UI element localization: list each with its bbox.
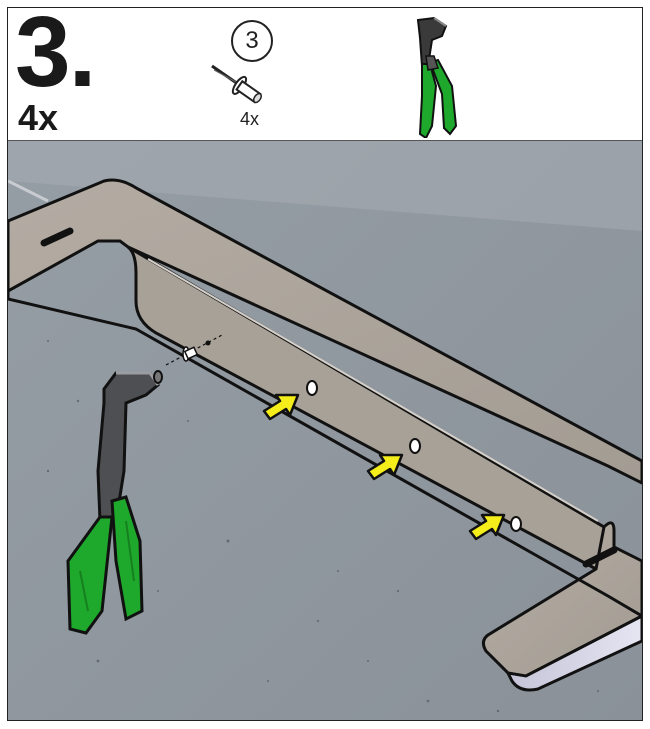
assembly-illustration [8,141,642,721]
instruction-panel: 3. 4x 3 4x [7,7,643,721]
rivet-gun-icon [406,16,466,138]
part-number-badge: 3 [231,20,273,62]
part-quantity: 4x [240,109,259,130]
rivet-hole-3 [511,517,521,531]
step-header: 3. 4x 3 4x [8,8,642,141]
rivet-hole-1 [307,381,317,395]
rivet-hole-2 [410,439,420,453]
blind-rivet-icon [208,60,268,108]
step-number: 3. [15,7,94,102]
step-quantity: 4x [18,100,58,136]
